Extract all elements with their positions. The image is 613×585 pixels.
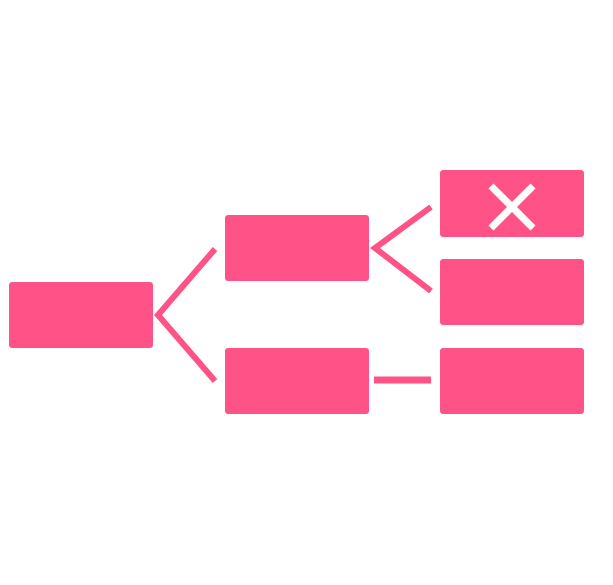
nodes-group [9, 170, 584, 414]
edges-group [154, 204, 433, 384]
close-icon [488, 183, 536, 231]
node-root [9, 282, 153, 348]
node-leaf-upper-2 [440, 259, 584, 325]
node-leaf-lower-1 [440, 348, 584, 414]
node-branch-lower [225, 348, 369, 414]
edge-root-to-branches [154, 247, 218, 383]
edge-branch-upper-to-leaves [369, 204, 433, 294]
node-branch-upper [225, 215, 369, 281]
